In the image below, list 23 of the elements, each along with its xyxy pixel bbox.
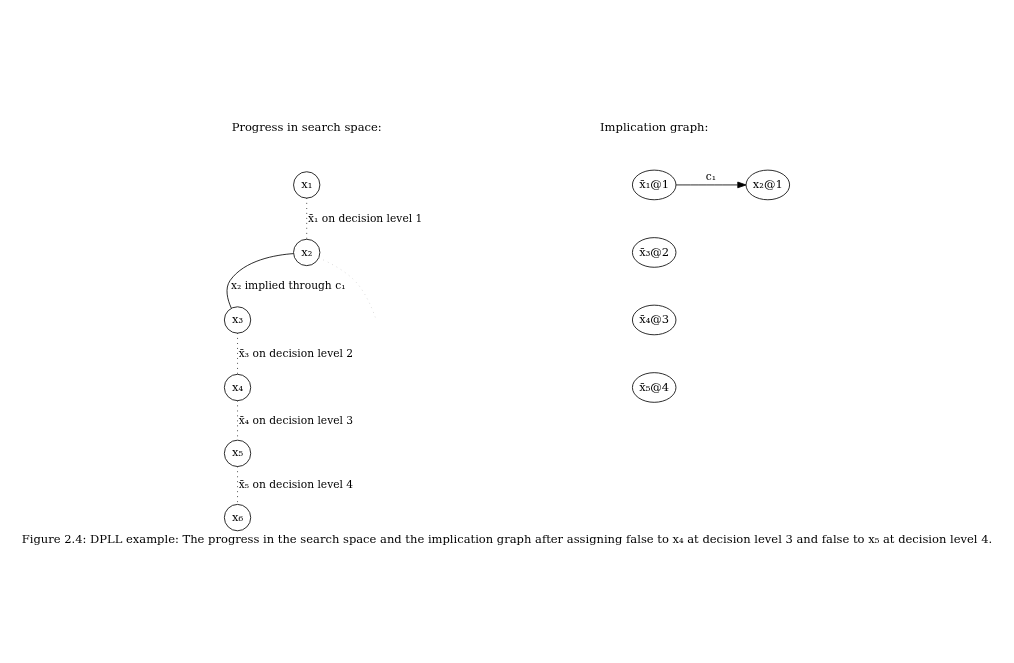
node-ellipse: x̄₃@2 (632, 237, 677, 268)
connector (226, 253, 294, 309)
node-circle: x₃ (223, 306, 252, 334)
label: Progress in search space: (231, 120, 382, 135)
node-circle: x₆ (223, 504, 252, 532)
connector (318, 257, 377, 320)
node-circle: x₁ (293, 171, 321, 199)
node-ellipse: x̄₄@3 (632, 304, 677, 336)
edge-label: x̄₃ on decision level 2 (238, 346, 354, 360)
arrow (675, 181, 747, 189)
edge-label: x̄₄ on decision level 3 (238, 414, 354, 428)
node-circle: x₄ (223, 373, 252, 402)
caption: Figure 2.4: DPLL example: The progress in the search space and the implication graph after assigning false to x₄ at decision level 3 and false to x₅ at decision level 4. (21, 532, 993, 547)
edge-label: c₁ (705, 169, 717, 183)
label: Implication graph: (600, 120, 709, 135)
node-circle: x₅ (223, 439, 252, 467)
edge-label: x̄₅ on decision level 4 (238, 478, 354, 492)
node-ellipse: x̄₅@4 (632, 372, 677, 403)
edge-label: x₂ implied through c₁ (230, 279, 346, 293)
edge-label: x̄₁ on decision level 1 (308, 211, 423, 225)
node-ellipse: x̄₁@1 (632, 169, 677, 201)
node-ellipse: x₂@1 (745, 169, 790, 201)
node-circle: x₂ (293, 238, 321, 267)
